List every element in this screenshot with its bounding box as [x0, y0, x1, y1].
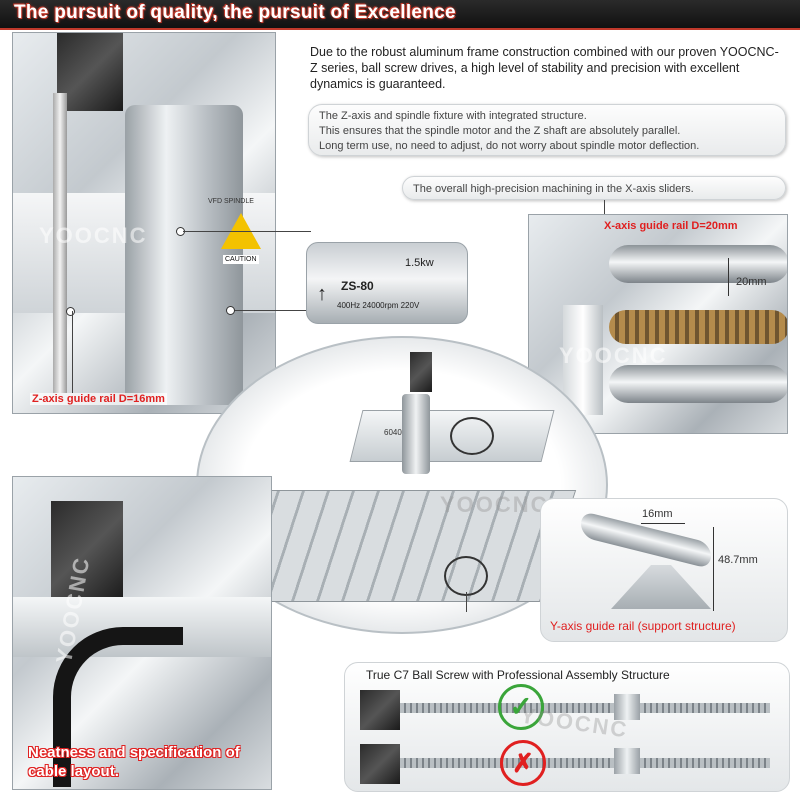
cross-icon: ✗ [500, 740, 546, 786]
y-rail-support [611, 565, 711, 609]
nameplate-model: ZS-80 [341, 279, 374, 293]
nameplate-power: 1.5kw [405, 257, 434, 269]
ballscrew-panel [344, 662, 790, 792]
z-fixture-callout-line [183, 231, 311, 232]
banner-title: The pursuit of quality, the pursuit of E… [14, 2, 456, 23]
bad-motor [360, 744, 400, 784]
ball-screw-x [609, 310, 787, 344]
good-motor [360, 690, 400, 730]
z-fixture-note: The Z-axis and spindle fixture with inte… [308, 104, 786, 156]
x-rail-label: X-axis guide rail D=20mm [604, 220, 738, 232]
check-icon: ✓ [498, 684, 544, 730]
cable-photo: YOOCNC [12, 476, 272, 790]
z-rail-label: Z-axis guide rail D=16mm [30, 393, 167, 405]
spindle-vfd-label: VFD SPINDLE [208, 198, 254, 205]
y-dim-height: 48.7mm [718, 554, 758, 566]
machine-gantry-text: 6040 [384, 428, 402, 437]
nameplate-marker [226, 306, 235, 315]
good-screw [400, 703, 770, 713]
spindle-nameplate: ↑ ZS-80 1.5kw 400Hz 24000rpm 220V [306, 242, 468, 324]
machine-spindle [402, 394, 430, 474]
nameplate-arrow-icon: ↑ [317, 283, 327, 305]
y-rail-highlight [444, 556, 488, 596]
watermark-left: YOOCNC [39, 223, 148, 248]
x-slider-block [563, 305, 603, 415]
ballscrew-title: True C7 Ball Screw with Professional Ass… [366, 668, 670, 682]
z-fixture-line2: This ensures that the spindle motor and … [319, 125, 681, 137]
cable-label: Neatness and specification of cable layo… [28, 744, 240, 780]
y-rail-diagram [540, 498, 788, 642]
nameplate-specs: 400Hz 24000rpm 220V [337, 301, 420, 310]
x-guide-rail-bottom [609, 365, 787, 403]
bad-nut [614, 748, 640, 774]
intro-paragraph: Due to the robust aluminum frame constru… [310, 45, 779, 91]
x-rail-dimension-line [728, 258, 729, 296]
x-guide-rail-top [609, 245, 787, 283]
y-dim-height-line [713, 527, 714, 611]
spindle-caution-label: CAUTION [223, 255, 259, 264]
x-rail-dimension: 20mm [736, 276, 767, 288]
z-rail-callout-line [72, 311, 73, 393]
watermark-x: YOOCNC [559, 343, 668, 368]
nameplate-callout-line [232, 310, 306, 311]
good-nut [614, 694, 640, 720]
y-dim-width: 16mm [642, 508, 673, 520]
y-dim-width-line [641, 523, 685, 524]
machine-motor [410, 352, 432, 392]
bad-screw [400, 758, 770, 768]
z-fixture-line3: Long term use, no need to adjust, do not… [319, 140, 700, 152]
title-banner [0, 0, 800, 30]
z-rail-marker [66, 307, 75, 316]
y-rail-callout-line [466, 592, 467, 612]
stepper-motor [57, 33, 123, 111]
x-rail-photo: YOOCNC [528, 214, 788, 434]
x-sliders-note: The overall high-precision machining in … [402, 176, 786, 200]
cable-motor [51, 501, 123, 601]
z-guide-rail [53, 93, 67, 393]
x-slider-highlight [450, 417, 494, 455]
spindle-photo: VFD SPINDLE CAUTION YOOCNC [12, 32, 276, 414]
y-rail-label: Y-axis guide rail (support structure) [550, 619, 736, 633]
z-fixture-line1: The Z-axis and spindle fixture with inte… [319, 110, 587, 122]
watermark-center: YOOCNC [440, 492, 549, 517]
